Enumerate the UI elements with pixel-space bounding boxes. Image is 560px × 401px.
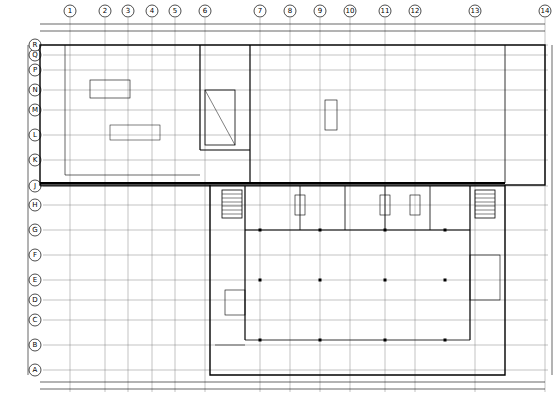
axis-bubble	[379, 5, 391, 17]
grid-line	[43, 280, 548, 281]
axis-bubble	[29, 104, 41, 116]
axis-number: 11	[379, 5, 391, 17]
axis-bubble	[284, 5, 296, 17]
axis-bubble	[29, 364, 41, 376]
grid-line	[43, 345, 548, 346]
grid-line	[385, 18, 386, 392]
axis-number: 5	[169, 5, 181, 17]
axis-number: H	[29, 199, 41, 211]
axis-bubble	[29, 339, 41, 351]
axis-bubble	[199, 5, 211, 17]
grid-line	[43, 135, 548, 136]
axis-bubble	[29, 84, 41, 96]
axis-bubble	[99, 5, 111, 17]
axis-bubble	[122, 5, 134, 17]
axis-number: A	[29, 364, 41, 376]
axis-number: 8	[284, 5, 296, 17]
axis-bubble	[29, 224, 41, 236]
axis-number: F	[29, 249, 41, 261]
axis-number: 12	[409, 5, 421, 17]
axis-bubble	[29, 199, 41, 211]
axis-bubble	[29, 180, 41, 192]
grid-line	[43, 55, 548, 56]
axis-bubble	[64, 5, 76, 17]
grid-line	[43, 90, 548, 91]
axis-bubble	[314, 5, 326, 17]
axis-number: 9	[314, 5, 326, 17]
axis-number: R	[29, 39, 41, 51]
axis-bubble	[169, 5, 181, 17]
axis-number: E	[29, 274, 41, 286]
grid-line	[43, 160, 548, 161]
axis-bubble	[29, 129, 41, 141]
axis-number: 1	[64, 5, 76, 17]
axis-number: B	[29, 339, 41, 351]
axis-number: 6	[199, 5, 211, 17]
axis-number: 7	[254, 5, 266, 17]
axis-number: C	[29, 314, 41, 326]
axis-number: 2	[99, 5, 111, 17]
axis-number: D	[29, 294, 41, 306]
axis-bubble	[29, 294, 41, 306]
axis-number: P	[29, 64, 41, 76]
grid-line	[43, 320, 548, 321]
axis-number: G	[29, 224, 41, 236]
axis-number: Q	[29, 49, 41, 61]
axis-number: M	[29, 104, 41, 116]
axis-bubble	[29, 64, 41, 76]
axis-bubble	[146, 5, 158, 17]
axis-bubble	[29, 249, 41, 261]
axis-number: 3	[122, 5, 134, 17]
axis-number: L	[29, 129, 41, 141]
axis-bubble	[254, 5, 266, 17]
axis-bubble	[29, 274, 41, 286]
axis-bubble	[344, 5, 356, 17]
axis-bubble	[539, 5, 551, 17]
axis-number: 14	[539, 5, 551, 17]
axis-bubble	[469, 5, 481, 17]
axis-bubble	[29, 314, 41, 326]
axis-bubble	[409, 5, 421, 17]
grid-line	[43, 205, 548, 206]
grid-line	[43, 370, 548, 371]
axis-number: 4	[146, 5, 158, 17]
axis-bubble	[29, 154, 41, 166]
axis-number: J	[29, 180, 41, 192]
grid-line	[43, 110, 548, 111]
axis-bubble	[29, 39, 41, 51]
grid-line	[43, 70, 548, 71]
axis-number: K	[29, 154, 41, 166]
axis-number: 10	[344, 5, 356, 17]
axis-number: 13	[469, 5, 481, 17]
grid-line	[43, 230, 548, 231]
axis-number: N	[29, 84, 41, 96]
